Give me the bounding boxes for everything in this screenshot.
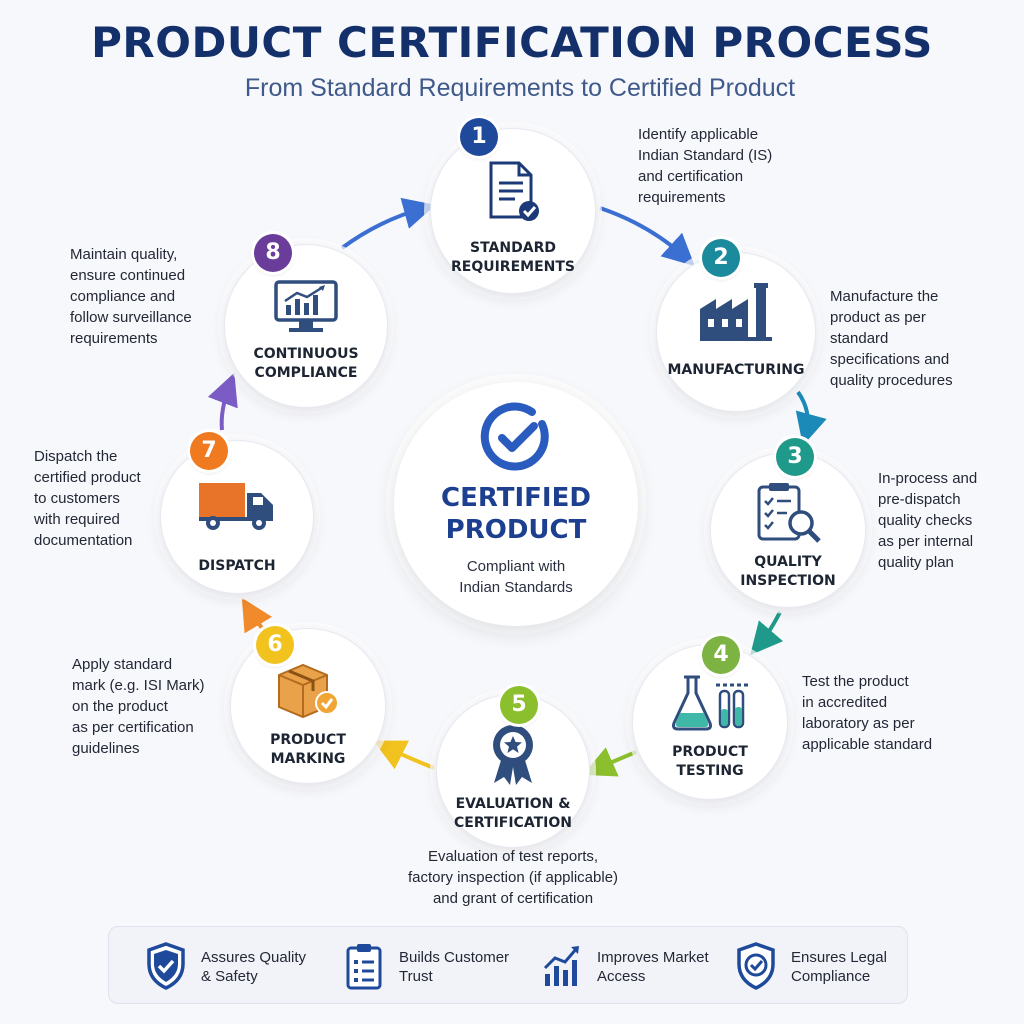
step-1-circle: STANDARD REQUIREMENTS — [430, 128, 596, 294]
step-1-label-line2: REQUIREMENTS — [450, 259, 575, 275]
step-4-label-line1: PRODUCT — [672, 744, 748, 760]
benefit-2-line1: Builds Customer — [399, 949, 510, 966]
arrow-2-to-3 — [795, 390, 827, 446]
step-3-label-line1: QUALITY — [754, 554, 822, 570]
arrow-6-to-7 — [241, 597, 273, 634]
bar-chart-growth-icon — [543, 946, 579, 986]
benefit-4-line2: Compliance — [791, 968, 871, 985]
step-3-label-line2: INSPECTION — [740, 573, 836, 589]
step-2-label-line1: MANUFACTURING — [667, 362, 805, 378]
step-1-badge: 1 — [460, 118, 498, 156]
benefit-3-line2: Access — [597, 968, 646, 985]
shield-badge-icon — [737, 942, 775, 990]
arrow-3-to-4 — [750, 611, 784, 656]
arrow-8-to-1 — [340, 197, 436, 250]
clipboard-magnifier-icon — [757, 483, 821, 543]
benefit-1-line1: Assures Quality — [201, 949, 307, 966]
step-8-label-line1: CONTINUOUS — [253, 346, 359, 362]
step-8-description: Maintain quality,ensure continued compli… — [70, 246, 192, 347]
center-title-line2: PRODUCT — [445, 515, 587, 545]
step-6-label-line1: PRODUCT — [270, 732, 346, 748]
monitor-chart-icon — [274, 280, 338, 332]
benefit-3-line1: Improves Market — [597, 949, 709, 966]
center-sub-line1: Compliant with — [466, 558, 566, 575]
certified-product-hub: CERTIFIED PRODUCT Compliant with Indian … — [394, 382, 638, 626]
benefit-market-access: Improves Market Access — [541, 927, 721, 1005]
step-5-description: Evaluation of test reports,factory inspe… — [407, 848, 619, 907]
step-8-label-line2: COMPLIANCE — [254, 365, 358, 381]
step-5-label-line2: CERTIFICATION — [454, 815, 572, 831]
benefit-quality-safety: Assures Quality & Safety — [145, 927, 325, 1005]
page-subtitle: From Standard Requirements to Certified … — [244, 74, 796, 102]
box-check-icon — [278, 663, 339, 719]
step-7-badge: 7 — [190, 432, 228, 470]
center-sub-line2: Indian Standards — [459, 579, 573, 596]
arrow-7-to-8 — [207, 372, 238, 431]
arrow-4-to-5 — [583, 747, 637, 777]
benefit-customer-trust: Builds Customer Trust — [343, 927, 523, 1005]
step-6-circle: PRODUCT MARKING — [230, 628, 386, 784]
benefits-bar: Assures Quality & Safety Builds Customer… — [108, 926, 908, 1004]
shield-check-icon — [147, 942, 185, 990]
step-5-badge: 5 — [500, 686, 538, 724]
step-2-badge: 2 — [702, 239, 740, 277]
step-1-label-line1: STANDARD — [470, 240, 556, 256]
step-3-badge: 3 — [776, 438, 814, 476]
check-badge-icon — [480, 402, 549, 471]
step-2-circle: MANUFACTURING — [656, 252, 816, 412]
truck-icon — [199, 483, 273, 530]
page-title: PRODUCT CERTIFICATION PROCESS — [91, 18, 933, 67]
arrow-5-to-6 — [373, 740, 435, 770]
benefit-legal-compliance: Ensures Legal Compliance — [735, 927, 905, 1005]
step-6-label-line2: MARKING — [270, 751, 346, 767]
step-7-circle: DISPATCH — [160, 440, 314, 594]
document-check-icon — [489, 161, 539, 221]
lab-flask-icon — [672, 675, 748, 731]
benefit-1-line2: & Safety — [201, 968, 258, 985]
step-6-badge: 6 — [256, 626, 294, 664]
center-title-line1: CERTIFIED — [441, 483, 591, 513]
benefit-2-line2: Trust — [399, 968, 433, 985]
award-ribbon-icon — [493, 725, 533, 785]
step-3-circle: QUALITY INSPECTION — [710, 452, 866, 608]
step-7-label-line1: DISPATCH — [198, 558, 276, 574]
step-4-label-line2: TESTING — [676, 763, 744, 779]
arrow-1-to-2 — [599, 206, 695, 267]
step-8-badge: 8 — [254, 234, 292, 272]
benefit-4-line1: Ensures Legal — [791, 949, 887, 966]
step-8-circle: CONTINUOUS COMPLIANCE — [224, 244, 388, 408]
factory-icon — [700, 283, 772, 341]
step-4-badge: 4 — [702, 636, 740, 674]
clipboard-list-icon — [346, 944, 382, 990]
step-5-label-line1: EVALUATION & — [455, 796, 571, 812]
